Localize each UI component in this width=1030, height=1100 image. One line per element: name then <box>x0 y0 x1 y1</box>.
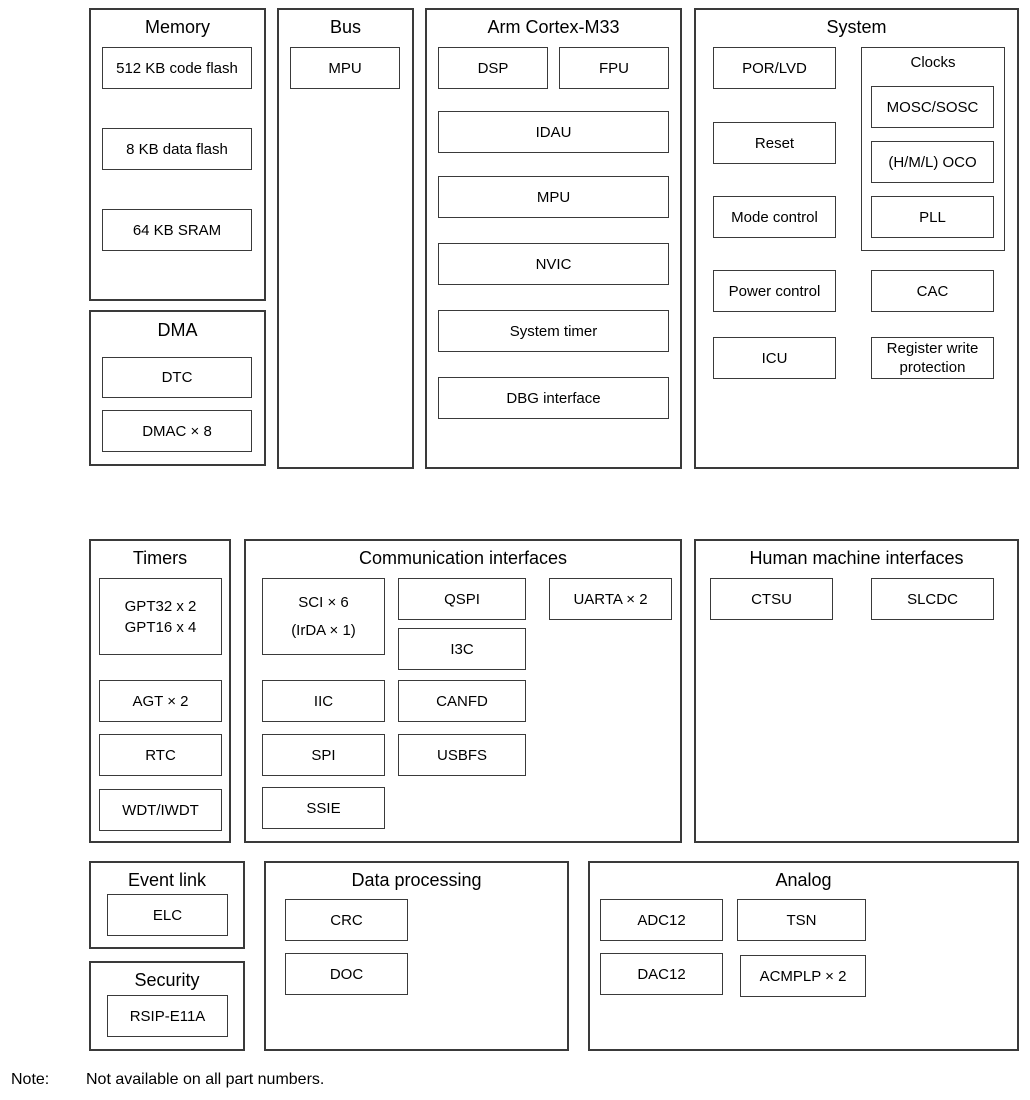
cortex-nvic: NVIC <box>438 243 669 285</box>
note-label: Note: <box>11 1071 50 1088</box>
cortex-system-timer: System timer <box>438 310 669 352</box>
bus-mpu: MPU <box>290 47 400 89</box>
comm-i3c: I3C <box>398 628 526 670</box>
analog-adc12: ADC12 <box>600 899 723 941</box>
system-icu: ICU <box>713 337 836 379</box>
data-processing-doc: DOC <box>285 953 408 995</box>
cortex-dbg-interface: DBG interface <box>438 377 669 419</box>
security-title: Security <box>134 970 200 990</box>
memory-title: Memory <box>144 17 210 37</box>
event-link-title: Event link <box>127 870 207 890</box>
hmi-ctsu: CTSU <box>710 578 833 620</box>
clocks-oco: (H/M/L) OCO <box>871 141 994 183</box>
cortex-fpu: FPU <box>559 47 669 89</box>
hmi-title: Human machine interfaces <box>749 548 964 568</box>
data-processing-crc: CRC <box>285 899 408 941</box>
comm-sci: SCI × 6 (IrDA × 1) <box>262 578 385 655</box>
timers-agt: AGT × 2 <box>99 680 222 722</box>
timers-rtc: RTC <box>99 734 222 776</box>
security-rsip: RSIP-E11A <box>107 995 228 1037</box>
timers-gpt: GPT32 x 2 GPT16 x 4 <box>99 578 222 655</box>
dma-dmac: DMAC × 8 <box>102 410 252 452</box>
analog-tsn: TSN <box>737 899 866 941</box>
clocks-pll: PLL <box>871 196 994 238</box>
comm-uarta: UARTA × 2 <box>549 578 672 620</box>
bus-title: Bus <box>329 17 362 37</box>
dma-dtc: DTC <box>102 357 252 398</box>
clocks-mosc-sosc: MOSC/SOSC <box>871 86 994 128</box>
note-text: Not available on all part numbers. <box>86 1071 325 1088</box>
comm-spi: SPI <box>262 734 385 776</box>
cortex-mpu: MPU <box>438 176 669 218</box>
dma-title: DMA <box>157 320 198 340</box>
memory-data-flash: 8 KB data flash <box>102 128 252 170</box>
event-link-elc: ELC <box>107 894 228 936</box>
cortex-title: Arm Cortex-M33 <box>487 17 620 37</box>
system-title: System <box>826 17 887 37</box>
data-processing-title: Data processing <box>351 870 482 890</box>
comm-usbfs: USBFS <box>398 734 526 776</box>
analog-acmplp: ACMPLP × 2 <box>740 955 866 997</box>
system-cac: CAC <box>871 270 994 312</box>
system-register-write-protection: Register write protection <box>871 337 994 379</box>
clocks-title: Clocks <box>910 54 956 71</box>
analog-dac12: DAC12 <box>600 953 723 995</box>
system-por-lvd: POR/LVD <box>713 47 836 89</box>
hmi-slcdc: SLCDC <box>871 578 994 620</box>
comm-canfd: CANFD <box>398 680 526 722</box>
system-power-control: Power control <box>713 270 836 312</box>
cortex-idau: IDAU <box>438 111 669 153</box>
memory-code-flash: 512 KB code flash <box>102 47 252 89</box>
comm-iic: IIC <box>262 680 385 722</box>
timers-title: Timers <box>132 548 188 568</box>
timers-wdt-iwdt: WDT/IWDT <box>99 789 222 831</box>
analog-title: Analog <box>775 870 832 890</box>
comm-title: Communication interfaces <box>358 548 568 568</box>
comm-ssie: SSIE <box>262 787 385 829</box>
system-mode-control: Mode control <box>713 196 836 238</box>
memory-sram: 64 KB SRAM <box>102 209 252 251</box>
comm-qspi: QSPI <box>398 578 526 620</box>
system-reset: Reset <box>713 122 836 164</box>
cortex-dsp: DSP <box>438 47 548 89</box>
